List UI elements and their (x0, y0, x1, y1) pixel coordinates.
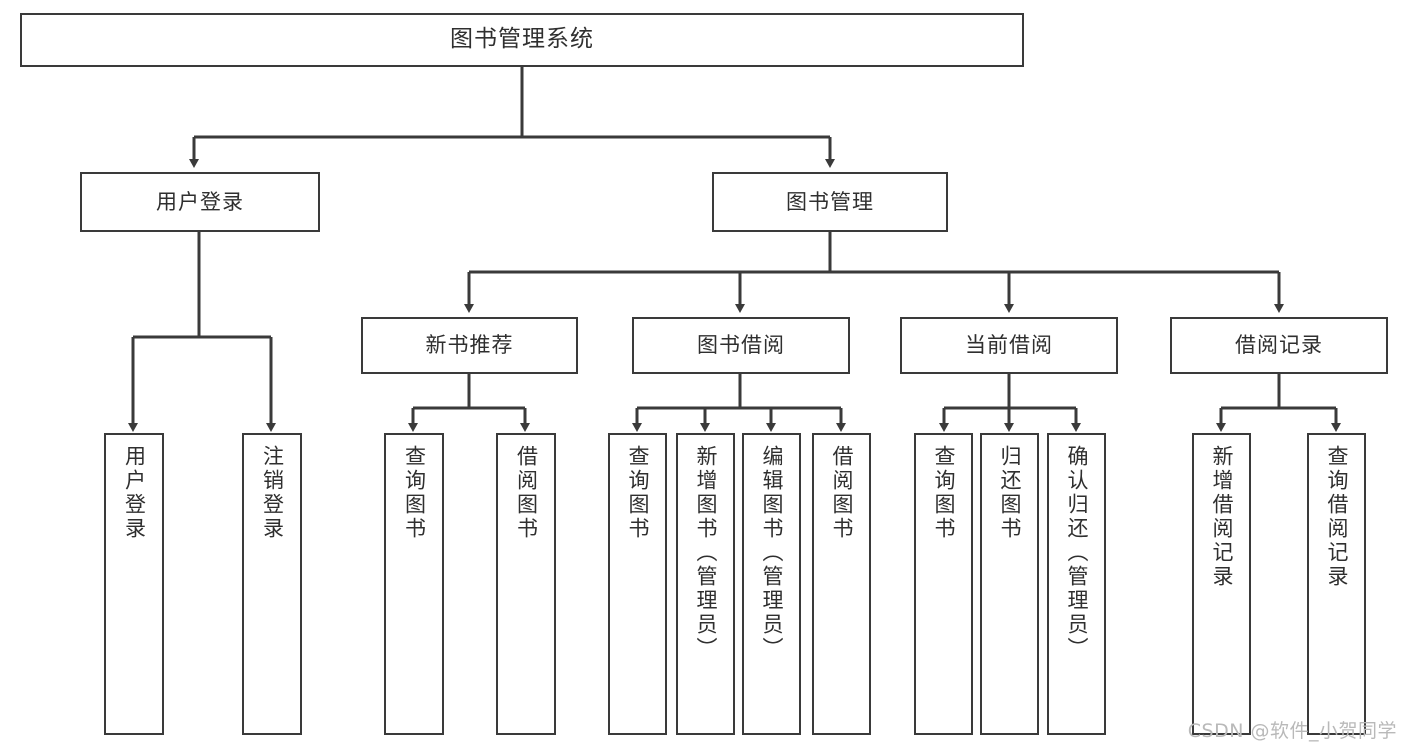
node-book-borrow[interactable]: 图书借阅 (632, 317, 850, 374)
leaf-borrow-query-book[interactable]: 查询图书 (608, 433, 667, 735)
leaf-new-book-borrow[interactable]: 借阅图书 (496, 433, 556, 735)
leaf-new-book-query[interactable]: 查询图书 (384, 433, 444, 735)
node-label: 借阅图书 (514, 445, 539, 541)
leaf-current-confirm-return-admin[interactable]: 确认归还（管理员） (1047, 433, 1106, 735)
node-label: 新增图书（管理员） (694, 445, 718, 661)
node-current-borrow[interactable]: 当前借阅 (900, 317, 1118, 374)
node-label: 新书推荐 (425, 333, 514, 358)
node-label: 图书管理 (786, 189, 874, 214)
node-user-login[interactable]: 用户登录 (80, 172, 320, 232)
node-label: 图书管理系统 (450, 26, 594, 53)
node-label: 编辑图书（管理员） (760, 445, 784, 661)
leaf-user-login-logout[interactable]: 注销登录 (242, 433, 302, 735)
node-label: 确认归还（管理员） (1065, 445, 1089, 661)
node-label: 借阅图书 (830, 445, 854, 541)
node-borrow-record[interactable]: 借阅记录 (1170, 317, 1388, 374)
node-new-book-recommend[interactable]: 新书推荐 (361, 317, 578, 374)
node-label: 当前借阅 (965, 333, 1053, 358)
leaf-record-add-borrow-record[interactable]: 新增借阅记录 (1192, 433, 1251, 735)
leaf-current-return-book[interactable]: 归还图书 (980, 433, 1039, 735)
node-label: 用户登录 (122, 445, 147, 541)
node-label: 查询图书 (932, 445, 956, 541)
leaf-user-login-login[interactable]: 用户登录 (104, 433, 164, 735)
node-label: 注销登录 (260, 445, 285, 541)
leaf-current-query-book[interactable]: 查询图书 (914, 433, 973, 735)
leaf-record-query-borrow-record[interactable]: 查询借阅记录 (1307, 433, 1366, 735)
node-label: 新增借阅记录 (1210, 445, 1234, 589)
node-label: 查询图书 (626, 445, 650, 541)
node-book-management[interactable]: 图书管理 (712, 172, 948, 232)
leaf-borrow-edit-book-admin[interactable]: 编辑图书（管理员） (742, 433, 801, 735)
leaf-borrow-borrow-book[interactable]: 借阅图书 (812, 433, 871, 735)
node-label: 查询图书 (402, 445, 427, 541)
leaf-borrow-add-book-admin[interactable]: 新增图书（管理员） (676, 433, 735, 735)
node-label: 借阅记录 (1235, 333, 1323, 358)
node-label: 查询借阅记录 (1325, 445, 1349, 589)
node-label: 图书借阅 (697, 333, 785, 358)
csdn-watermark: CSDN @软件_小贺同学 (1187, 720, 1397, 742)
node-label: 用户登录 (156, 189, 244, 214)
node-root-system[interactable]: 图书管理系统 (20, 13, 1024, 67)
node-label: 归还图书 (998, 445, 1022, 541)
